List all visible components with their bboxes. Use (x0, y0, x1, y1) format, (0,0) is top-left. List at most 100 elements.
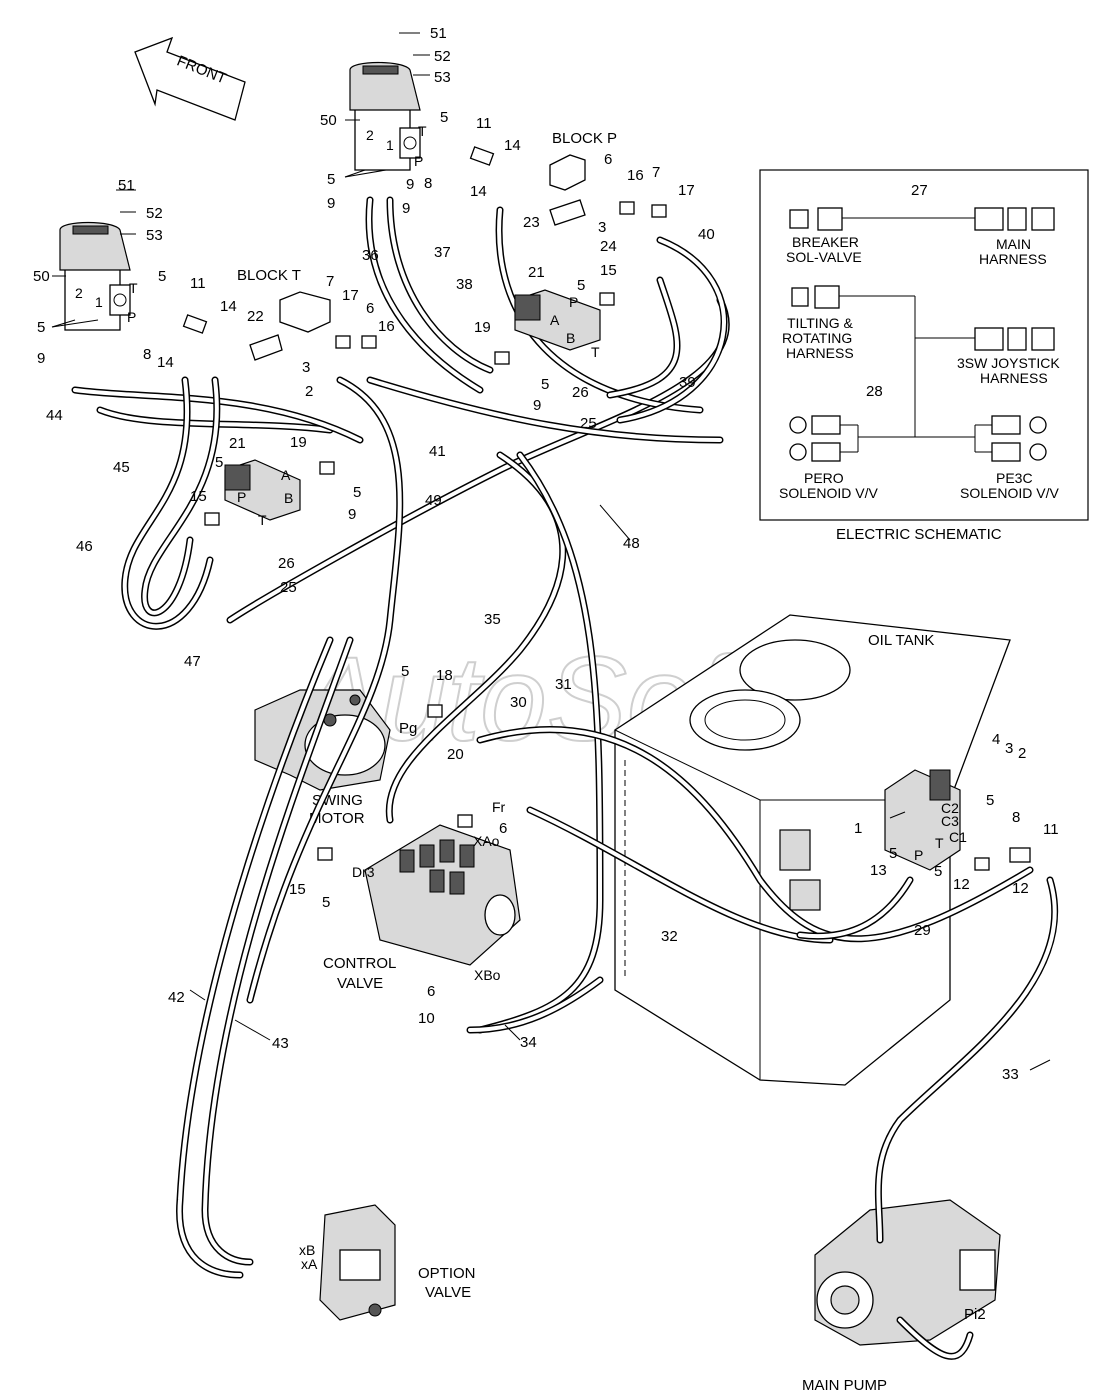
callout-15-cv: 15 (289, 881, 306, 898)
callout-28: 28 (866, 383, 883, 400)
port-pg: Pg (399, 720, 417, 737)
callout-43: 43 (272, 1035, 289, 1052)
callout-3-tank: 3 (1005, 740, 1013, 757)
port-p-upper: P (414, 153, 423, 169)
callout-6-cv: 6 (499, 820, 507, 837)
port-a-upper: A (550, 312, 560, 328)
callout-12-b: 12 (1012, 880, 1029, 897)
callout-5-g: 5 (215, 454, 223, 471)
port-c2: C2 (941, 800, 959, 816)
breaker-label-2: SOL-VALVE (786, 249, 862, 265)
pero-label-1: PERO (804, 470, 844, 486)
callout-9-a: 9 (406, 176, 414, 193)
callout-45: 45 (113, 459, 130, 476)
callout-50-left: 50 (33, 268, 50, 285)
callout-36: 36 (362, 247, 379, 264)
callout-5-b: 5 (327, 171, 335, 188)
callout-9-d: 9 (533, 397, 541, 414)
callout-41: 41 (429, 443, 446, 460)
callout-20: 20 (447, 746, 464, 763)
callout-51-left: 51 (118, 177, 135, 194)
callout-14-upper: 14 (504, 137, 521, 154)
block-t (279, 291, 331, 333)
callout-5-tank-c: 5 (934, 863, 942, 880)
callout-5-f: 5 (37, 319, 45, 336)
callout-42: 42 (168, 989, 185, 1006)
callout-29: 29 (914, 922, 931, 939)
callout-5-e: 5 (158, 268, 166, 285)
callout-33: 33 (1002, 1066, 1019, 1083)
callout-4: 4 (992, 731, 1000, 748)
callout-26-upper: 26 (572, 384, 589, 401)
callout-17-t: 17 (342, 287, 359, 304)
port-t-tank: T (935, 835, 944, 851)
callout-53-left: 53 (146, 227, 163, 244)
joystick-right (349, 61, 421, 171)
port-2-left: 2 (75, 285, 83, 301)
callout-39: 39 (679, 374, 696, 391)
callout-11-tank: 11 (1043, 821, 1059, 838)
callout-46: 46 (76, 538, 93, 555)
port-t-block: T (591, 344, 600, 360)
block-p-label: BLOCK P (552, 130, 617, 147)
callout-8-upper: 8 (424, 175, 432, 192)
callout-26-lower: 26 (278, 555, 295, 572)
callout-5-h: 5 (353, 484, 361, 501)
joystick-label-1: 3SW JOYSTICK (957, 355, 1060, 371)
callout-6-p: 6 (604, 151, 612, 168)
port-t-lower: T (258, 512, 267, 528)
option-valve-label-2: VALVE (425, 1284, 471, 1301)
port-xbo: XBo (474, 967, 501, 983)
control-valve-label-1: CONTROL (323, 955, 396, 972)
callout-25-lower: 25 (280, 579, 297, 596)
callout-5-tank: 5 (986, 792, 994, 809)
callout-51-upper: 51 (430, 25, 447, 42)
oil-tank (614, 614, 1011, 1086)
callout-40: 40 (698, 226, 715, 243)
callout-32: 32 (661, 928, 678, 945)
port-b-upper: B (566, 330, 575, 346)
port-fr: Fr (492, 799, 506, 815)
bracket-23 (549, 199, 586, 226)
callout-19-lower: 19 (290, 434, 307, 451)
port-t-left: T (129, 280, 138, 296)
port-xao: XAo (473, 833, 500, 849)
callout-13: 13 (870, 862, 887, 879)
callout-17-p: 17 (678, 182, 695, 199)
callout-24: 24 (600, 238, 617, 255)
port-p-left: P (127, 309, 136, 325)
callout-30: 30 (510, 694, 527, 711)
tilting-label-3: HARNESS (786, 345, 854, 361)
block-t-label: BLOCK T (237, 267, 301, 284)
callout-35: 35 (484, 611, 501, 628)
port-p-block: P (569, 294, 578, 310)
main-pump-label: MAIN PUMP (802, 1377, 887, 1394)
callout-9-c: 9 (402, 200, 410, 217)
callout-9-b: 9 (327, 195, 335, 212)
port-c1: C1 (949, 829, 967, 845)
callout-5-cv: 5 (322, 894, 330, 911)
callout-49: 49 (425, 492, 442, 509)
callout-52-left: 52 (146, 205, 163, 222)
callout-18: 18 (436, 667, 453, 684)
callout-23: 23 (523, 214, 540, 231)
callout-5-c: 5 (577, 277, 585, 294)
pe3c-label-1: PE3C (996, 470, 1033, 486)
callout-25-upper: 25 (580, 415, 597, 432)
callout-5-i: 5 (401, 663, 409, 680)
callout-31: 31 (555, 676, 572, 693)
electric-schematic-box (759, 169, 1089, 521)
callout-7-p: 7 (652, 164, 660, 181)
pe3c-label-2: SOLENOID V/V (960, 485, 1059, 501)
option-valve (319, 1204, 396, 1321)
callout-44: 44 (46, 407, 63, 424)
callout-8-left: 8 (143, 346, 151, 363)
callout-14-left-b: 14 (157, 354, 174, 371)
oil-tank-label: OIL TANK (868, 632, 934, 649)
callout-9-e: 9 (37, 350, 45, 367)
callout-10: 10 (418, 1010, 435, 1027)
pero-label-2: SOLENOID V/V (779, 485, 878, 501)
callout-9-f: 9 (348, 506, 356, 523)
pe3c-coil-icon (991, 415, 1021, 435)
callout-11-left: 11 (190, 275, 206, 292)
